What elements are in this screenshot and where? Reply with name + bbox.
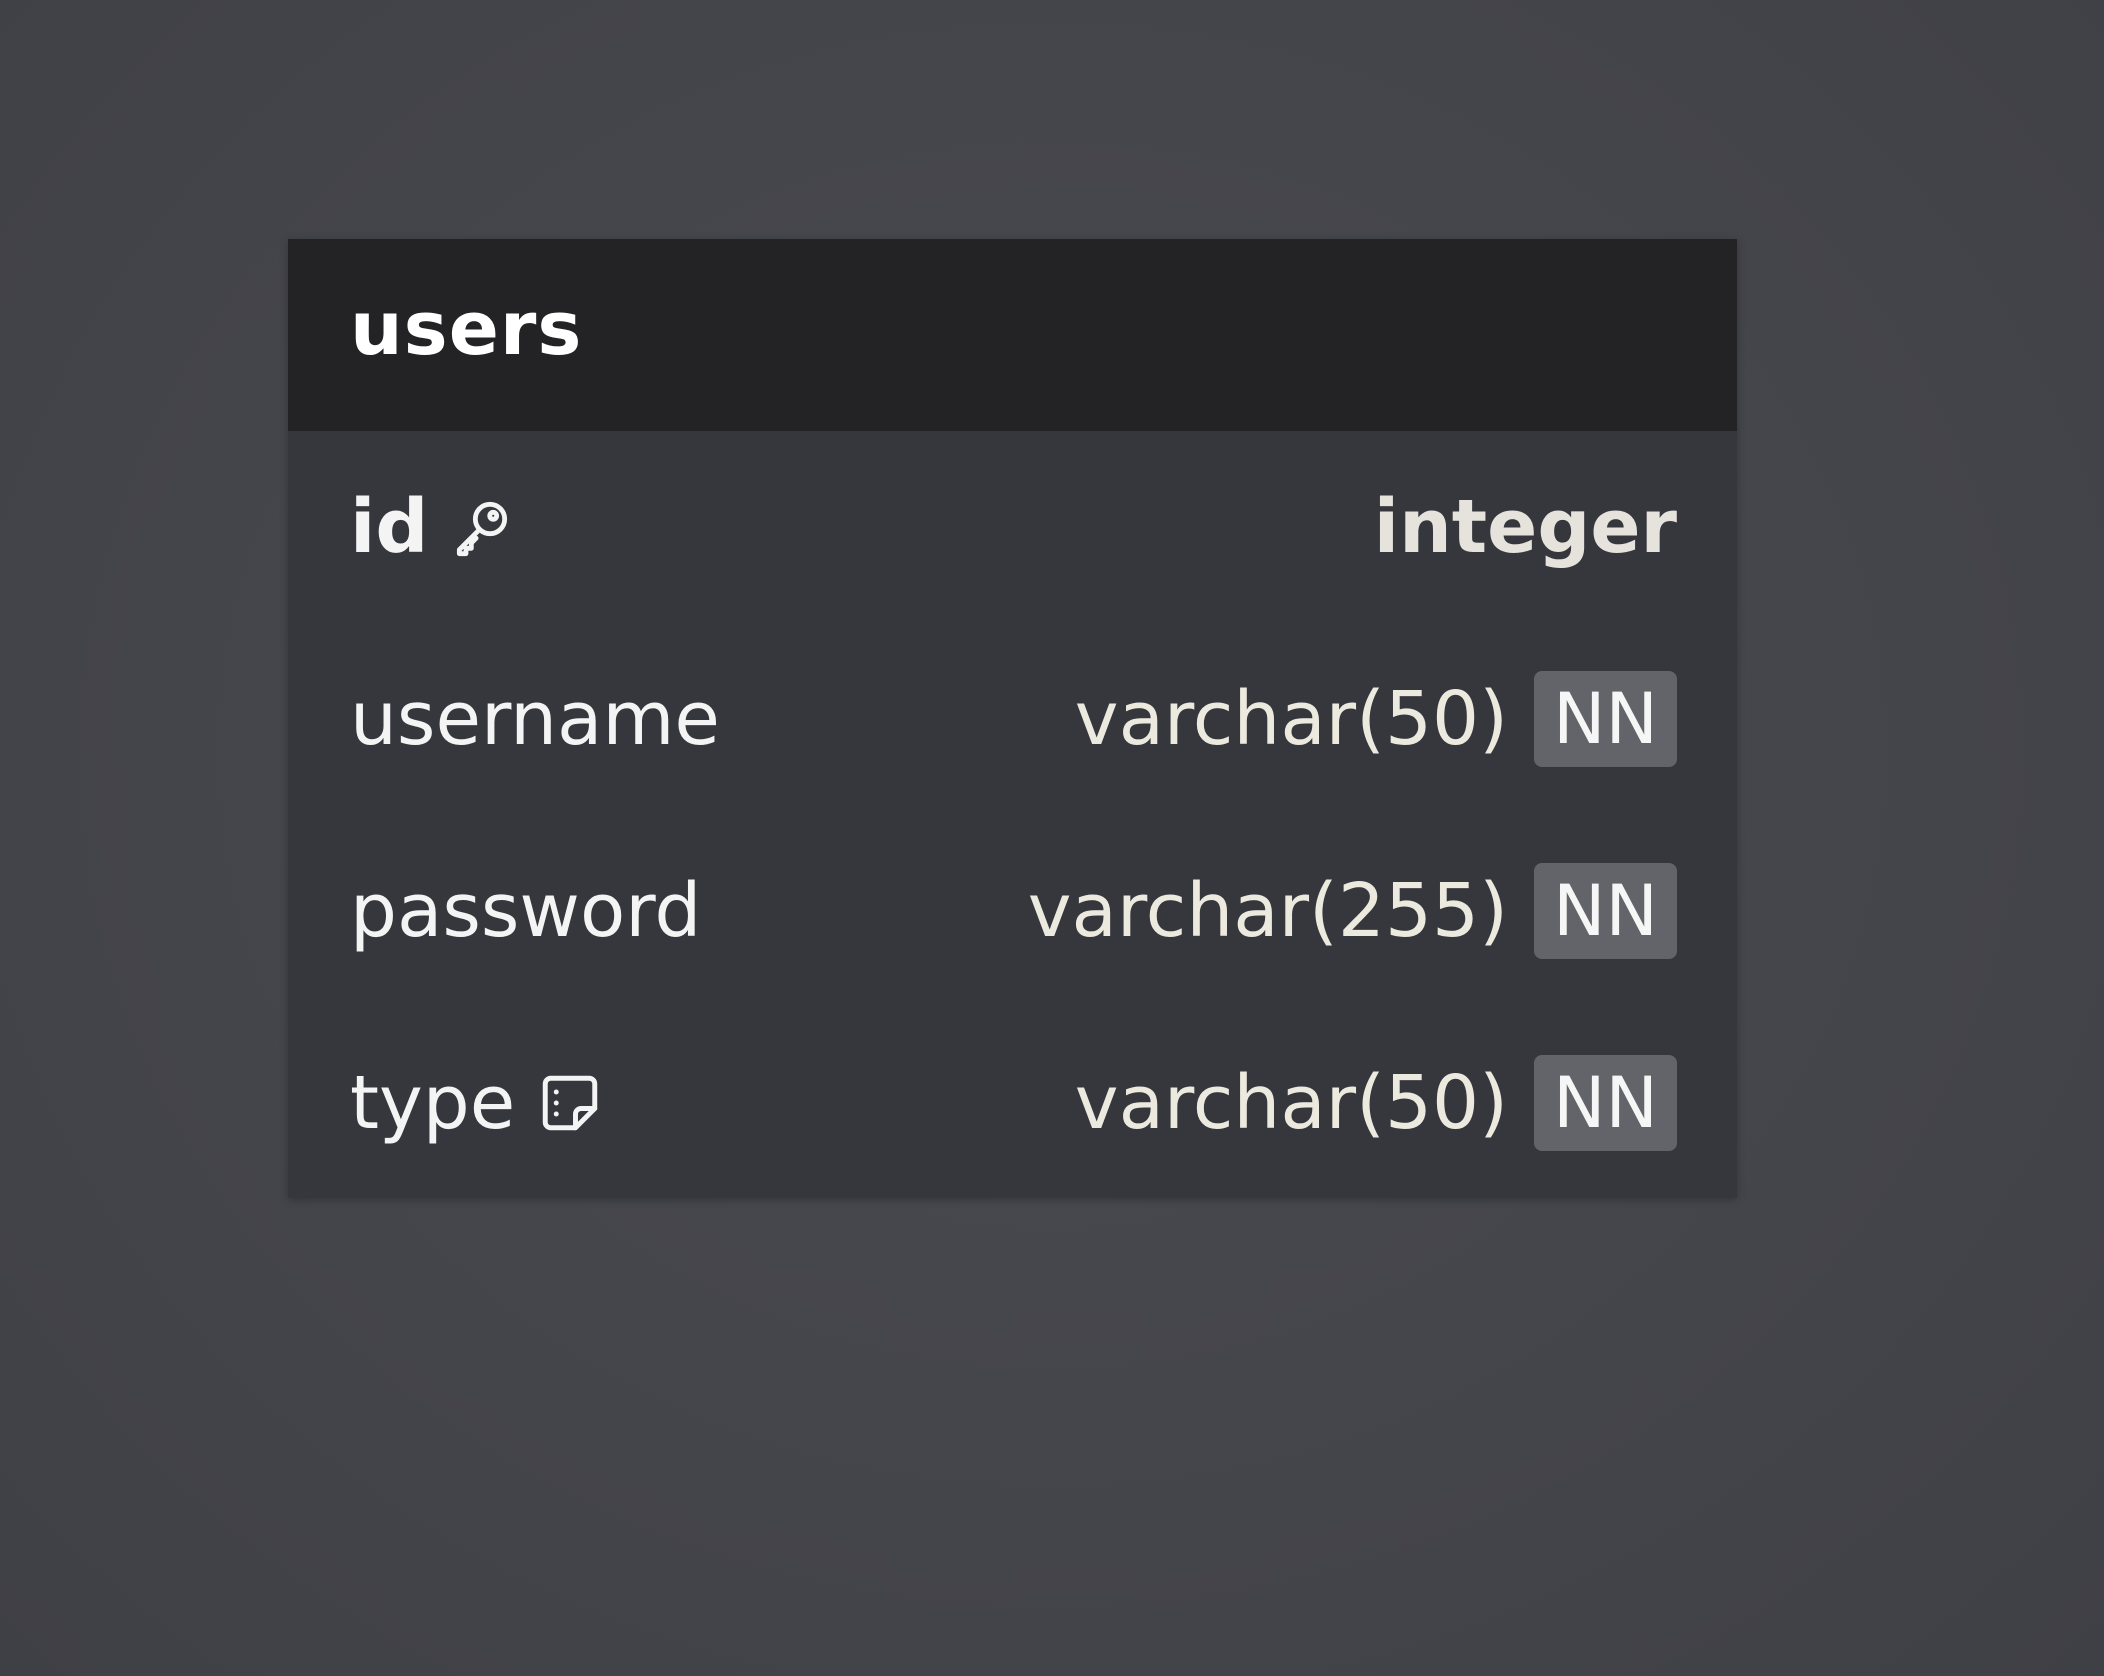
column-name: id	[350, 484, 429, 570]
column-left: password	[350, 874, 701, 948]
entity-table-users[interactable]: users id integer	[288, 239, 1737, 1198]
column-left: type	[350, 1066, 603, 1140]
column-row-password[interactable]: password varchar(255) NN	[288, 815, 1737, 1007]
column-type: varchar(255)	[1027, 868, 1508, 954]
column-list: id integer username	[288, 431, 1737, 1199]
column-left: id	[350, 490, 514, 564]
column-row-type[interactable]: type varchar(50) NN	[288, 1007, 1737, 1199]
column-right: varchar(255) NN	[1028, 863, 1677, 959]
column-right: varchar(50) NN	[1075, 1055, 1677, 1151]
not-null-badge: NN	[1534, 863, 1677, 959]
column-type: varchar(50)	[1074, 676, 1508, 762]
key-icon	[450, 495, 514, 559]
column-left: username	[350, 682, 720, 756]
note-icon[interactable]	[537, 1070, 603, 1136]
column-right: integer	[1374, 490, 1677, 564]
column-row-username[interactable]: username varchar(50) NN	[288, 623, 1737, 815]
column-type: varchar(50)	[1074, 1060, 1508, 1146]
not-null-badge: NN	[1534, 1055, 1677, 1151]
table-header[interactable]: users	[288, 239, 1737, 431]
column-name: password	[350, 868, 702, 954]
column-type: integer	[1373, 484, 1677, 570]
column-name: username	[350, 676, 720, 762]
table-name: users	[350, 286, 583, 372]
not-null-badge: NN	[1534, 671, 1677, 767]
column-name: type	[350, 1060, 516, 1146]
column-row-id[interactable]: id integer	[288, 431, 1737, 623]
column-right: varchar(50) NN	[1075, 671, 1677, 767]
